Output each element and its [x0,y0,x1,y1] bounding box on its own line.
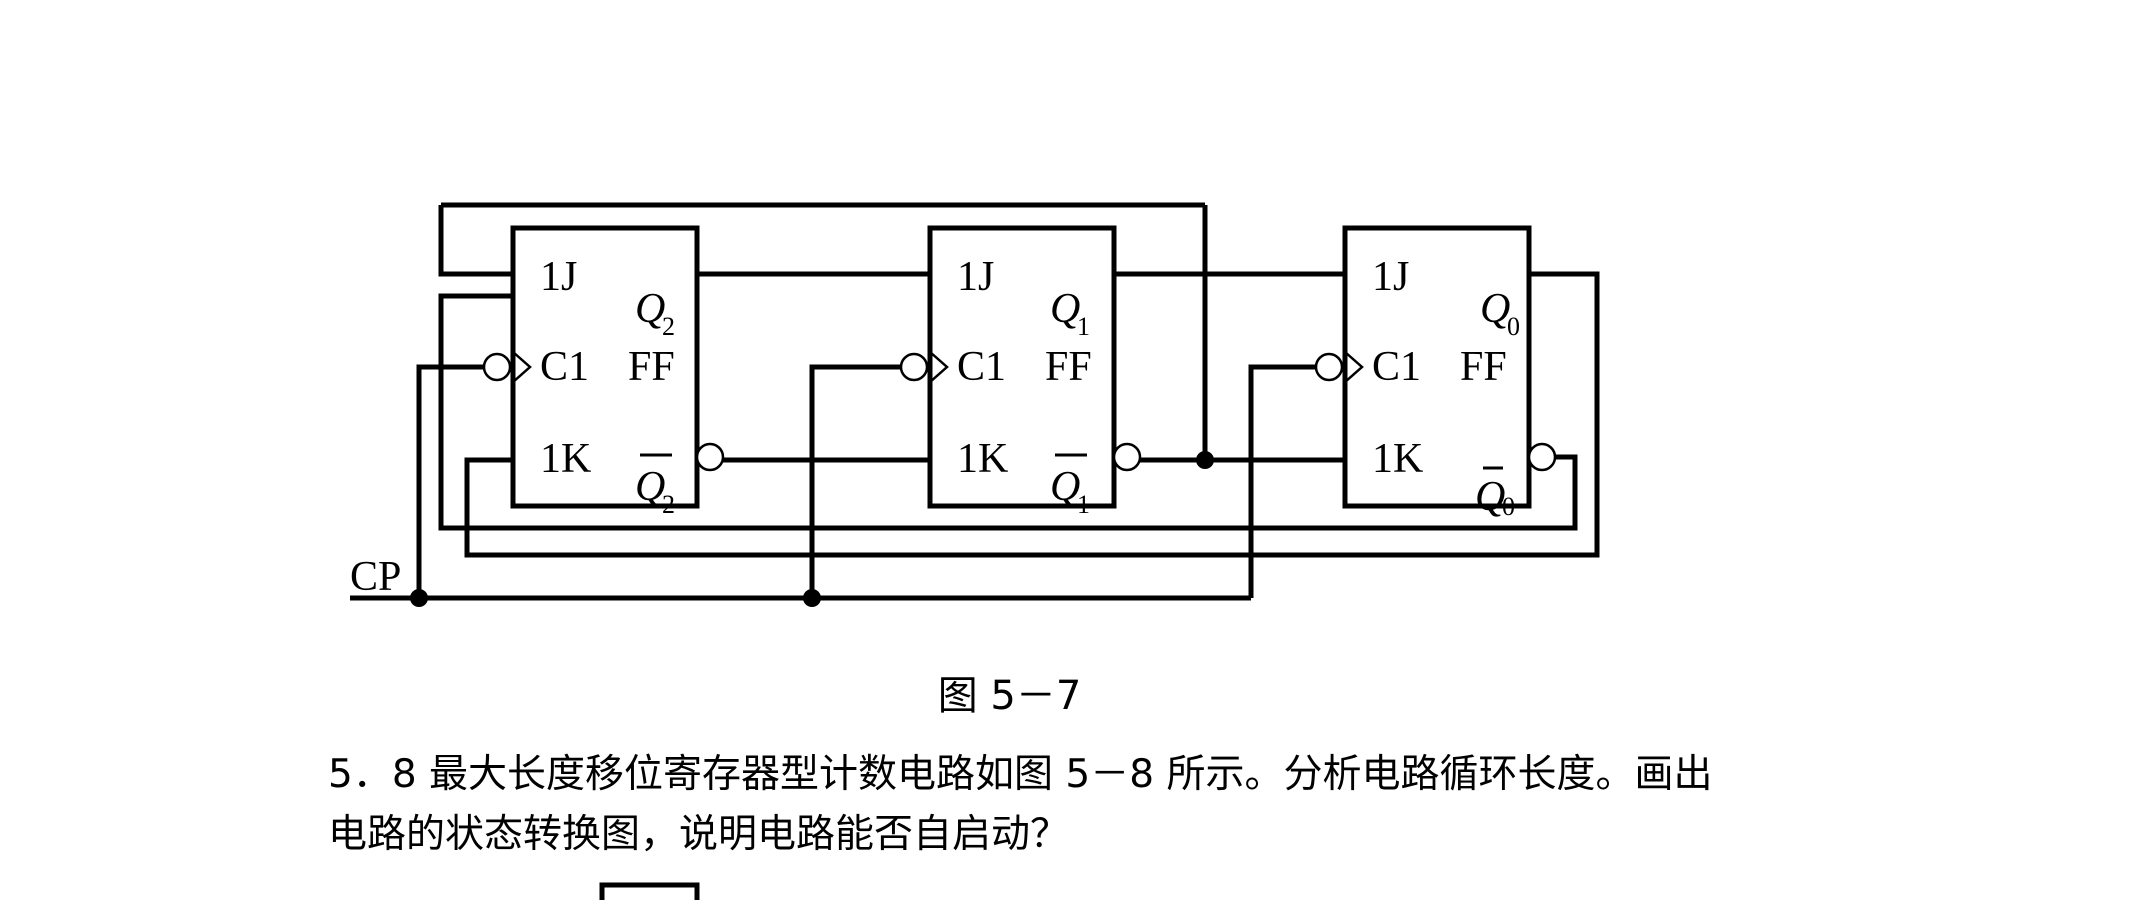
ff1-qbar-index: 1 [1077,490,1090,519]
wire-cp-to-c1 [809,364,901,598]
ff0-k-pin: 1K [1372,436,1423,482]
ff1-qbar-bubble [1112,442,1142,472]
ff1-name: FF [1045,344,1092,390]
flip-flop-1: 1J C1 FF 1K Q 1 Q 1 [899,225,1142,519]
ff1-j-pin: 1J [957,254,994,300]
ff0-qbar-label: Q [1475,474,1505,520]
ff0-name: FF [1460,344,1507,390]
figure-caption-text: 图 5－7 [937,673,1082,719]
problem-line-2: 电路的状态转换图，说明电路能否自启动？ [328,812,1070,857]
ff0-c-pin: C1 [1372,344,1421,390]
ff1-c-pin: C1 [957,344,1006,390]
ff1-box [927,225,1117,509]
ff0-q-index: 0 [1507,312,1520,341]
problem-line-1: 5．8 最大长度移位寄存器型计数电路如图 5－8 所示。分析电路循环长度。画出 [328,752,1713,797]
ff2-c-pin: C1 [540,344,589,390]
ff2-j-pin: 1J [540,254,577,300]
ff0-box [1342,225,1532,509]
ff2-qbar-label: Q [635,464,665,510]
ff2-name: FF [628,344,675,390]
ff2-q-label: Q [635,286,665,332]
ff1-clock-bubble [899,352,929,382]
ff2-qbar-bubble [695,442,725,472]
ff1-q-index: 1 [1077,312,1090,341]
ff0-j-pin: 1J [1372,254,1409,300]
ff0-qbar-bubble [1527,442,1557,472]
ff2-k-pin: 1K [540,436,591,482]
ff0-q-label: Q [1480,286,1510,332]
flip-flop-2: 1J C1 FF 1K Q 2 Q 2 [482,225,725,519]
wire-q0bar-to-j2 [438,293,1578,531]
ff2-clock-wedge [512,351,532,383]
ff1-k-pin: 1K [957,436,1008,482]
junction-feedback [1196,451,1214,469]
ff0-clock-bubble [1314,352,1344,382]
next-figure-box [599,882,700,900]
ff1-qbar-label: Q [1050,464,1080,510]
ff2-clock-bubble [482,352,512,382]
junction-cp-1 [410,589,428,607]
ff2-box [510,225,700,509]
ff0-clock-wedge [1344,351,1364,383]
cp-label: CP [350,554,401,600]
wire-q0-to-k2 [464,271,1600,558]
flip-flop-0: 1J C1 FF 1K Q 0 Q 0 [1314,225,1557,521]
ff0-qbar-index: 0 [1502,492,1515,521]
wire-cp-to-c0 [1248,364,1316,598]
ff2-qbar-index: 2 [662,490,675,519]
wire-feedback-to-j2 [438,205,513,277]
ff1-clock-wedge [929,351,949,383]
problem-text: 5．8 最大长度移位寄存器型计数电路如图 5－8 所示。分析电路循环长度。画出 … [328,745,1848,865]
wire-cp-to-c2 [416,364,484,598]
ff2-q-index: 2 [662,312,675,341]
ff1-q-label: Q [1050,286,1080,332]
junction-cp-2 [803,589,821,607]
figure-caption: 图 5－7 [0,663,2149,721]
